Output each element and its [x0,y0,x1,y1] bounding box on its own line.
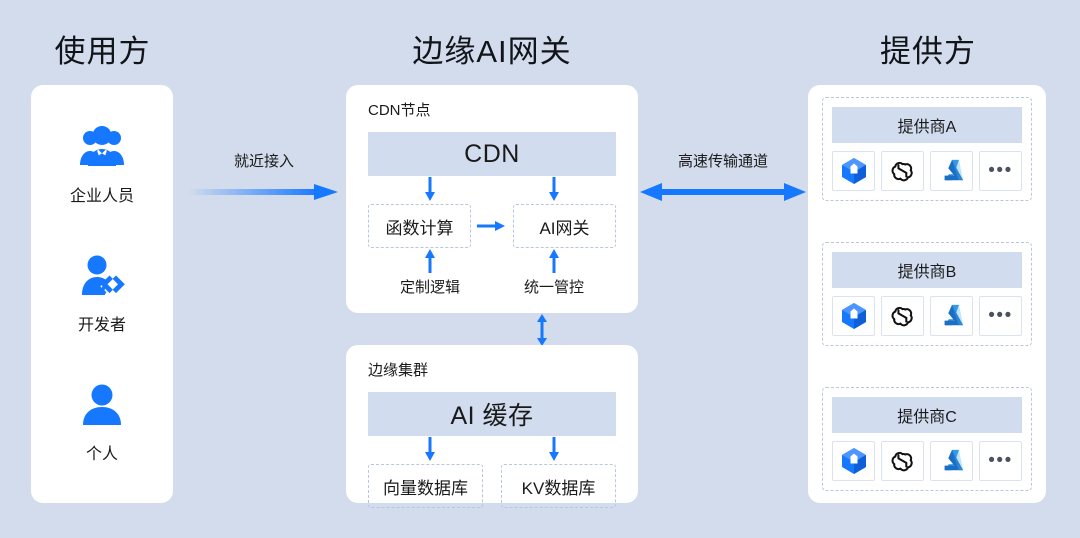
azure-logo [939,158,965,184]
more-dots-icon: ••• [988,305,1013,326]
developer-icon [76,253,128,299]
azure-logo-cell[interactable] [930,151,973,191]
more-providers-cell[interactable]: ••• [979,151,1022,191]
unified-control-label: 统一管控 [523,279,584,296]
qwen-cube-logo-cell[interactable] [832,441,875,481]
ai-gateway-box[interactable]: AI网关 [513,204,616,248]
more-providers-cell[interactable]: ••• [979,296,1022,336]
edge-cluster-panel: 边缘集群 AI 缓存 向量数据库 KV数据库 [346,345,638,508]
cdn-components-row: 函数计算 AI网关 [368,204,616,248]
openai-logo-cell[interactable] [881,296,924,336]
arrow-down-to-function [368,176,492,204]
flow-transit: 高速传输通道 [638,150,808,203]
individual-user-icon [76,382,128,428]
edge-down-arrows [368,436,616,464]
arrow-down-to-gateway [492,176,616,204]
consumer-panel: 企业人员 开发者 个人 [31,85,173,503]
provider-name: 提供商A [832,107,1022,143]
more-providers-cell[interactable]: ••• [979,441,1022,481]
vector-database-box[interactable]: 向量数据库 [368,464,483,508]
edge-storage-row: 向量数据库 KV数据库 [368,464,616,508]
qwen-cube-logo [841,302,867,330]
provider-panel: 提供商A [808,85,1046,503]
arrow-up-custom-logic [368,248,492,274]
persona-developer: 开发者 [76,253,128,335]
cdn-band: CDN [368,132,616,176]
cdn-node-panel: CDN节点 CDN 函数计算 AI网关 [346,85,638,313]
openai-logo-cell[interactable] [881,151,924,191]
openai-logo-cell[interactable] [881,441,924,481]
provider-column-title: 提供方 [880,34,976,69]
provider-group-c: 提供商C [822,387,1032,491]
edge-panel-caption: 边缘集群 [368,362,429,379]
azure-logo [939,448,965,474]
provider-name: 提供商B [832,252,1022,288]
cdn-down-arrows [368,176,616,204]
provider-logo-row: ••• [832,441,1022,481]
qwen-cube-logo [841,157,867,185]
flow-access: 就近接入 [188,150,340,203]
azure-logo-cell[interactable] [930,296,973,336]
cdn-panel-caption: CDN节点 [368,102,431,119]
arrow-down-to-vector-db [368,436,492,464]
kv-database-box[interactable]: KV数据库 [501,464,616,508]
arrow-double-horizontal-icon [640,183,806,201]
persona-label: 企业人员 [69,188,134,206]
arrow-right-function-to-gateway [477,219,507,233]
openai-logo [889,448,916,475]
qwen-cube-logo-cell[interactable] [832,296,875,336]
more-dots-icon: ••• [988,450,1013,471]
consumer-column-title: 使用方 [54,34,151,69]
arrow-up-unified-control [492,248,616,274]
arrow-vertical-double-panel-link [532,314,552,346]
enterprise-users-icon [76,124,128,170]
azure-logo-cell[interactable] [930,441,973,481]
azure-logo [939,303,965,329]
provider-logo-row: ••• [832,151,1022,191]
gateway-column-title: 边缘AI网关 [412,34,572,69]
function-compute-box[interactable]: 函数计算 [368,204,471,248]
provider-name: 提供商C [832,397,1022,433]
flow-transit-label: 高速传输通道 [677,153,768,170]
provider-group-a: 提供商A [822,97,1032,201]
persona-enterprise: 企业人员 [70,124,134,206]
arrow-down-to-kv-db [492,436,616,464]
flow-access-label: 就近接入 [233,153,294,170]
provider-group-b: 提供商B [822,242,1032,346]
persona-individual: 个人 [76,382,128,464]
cdn-up-arrows [368,248,616,274]
openai-logo [889,158,916,185]
qwen-cube-logo-cell[interactable] [832,151,875,191]
ai-cache-band: AI 缓存 [368,392,616,436]
cdn-sub-labels: 定制逻辑 统一管控 [368,276,616,297]
persona-label: 个人 [85,445,118,463]
custom-logic-label: 定制逻辑 [399,279,460,296]
provider-logo-row: ••• [832,296,1022,336]
arrow-right-gradient-icon [188,184,338,200]
more-dots-icon: ••• [988,160,1013,181]
persona-label: 开发者 [77,316,126,334]
qwen-cube-logo [841,447,867,475]
openai-logo [889,303,916,330]
